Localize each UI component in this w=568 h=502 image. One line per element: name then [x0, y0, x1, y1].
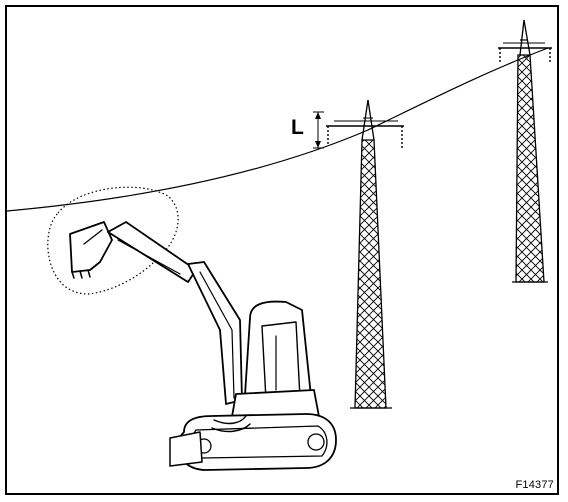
excavator [70, 222, 336, 470]
transmission-tower-near [326, 100, 404, 408]
clearance-dimension: L [291, 112, 324, 148]
transmission-tower-far [498, 20, 552, 282]
hazard-zone-outline [48, 187, 178, 294]
power-line [7, 48, 548, 211]
figure-code: F14377 [515, 479, 554, 491]
dimension-label: L [291, 116, 304, 139]
